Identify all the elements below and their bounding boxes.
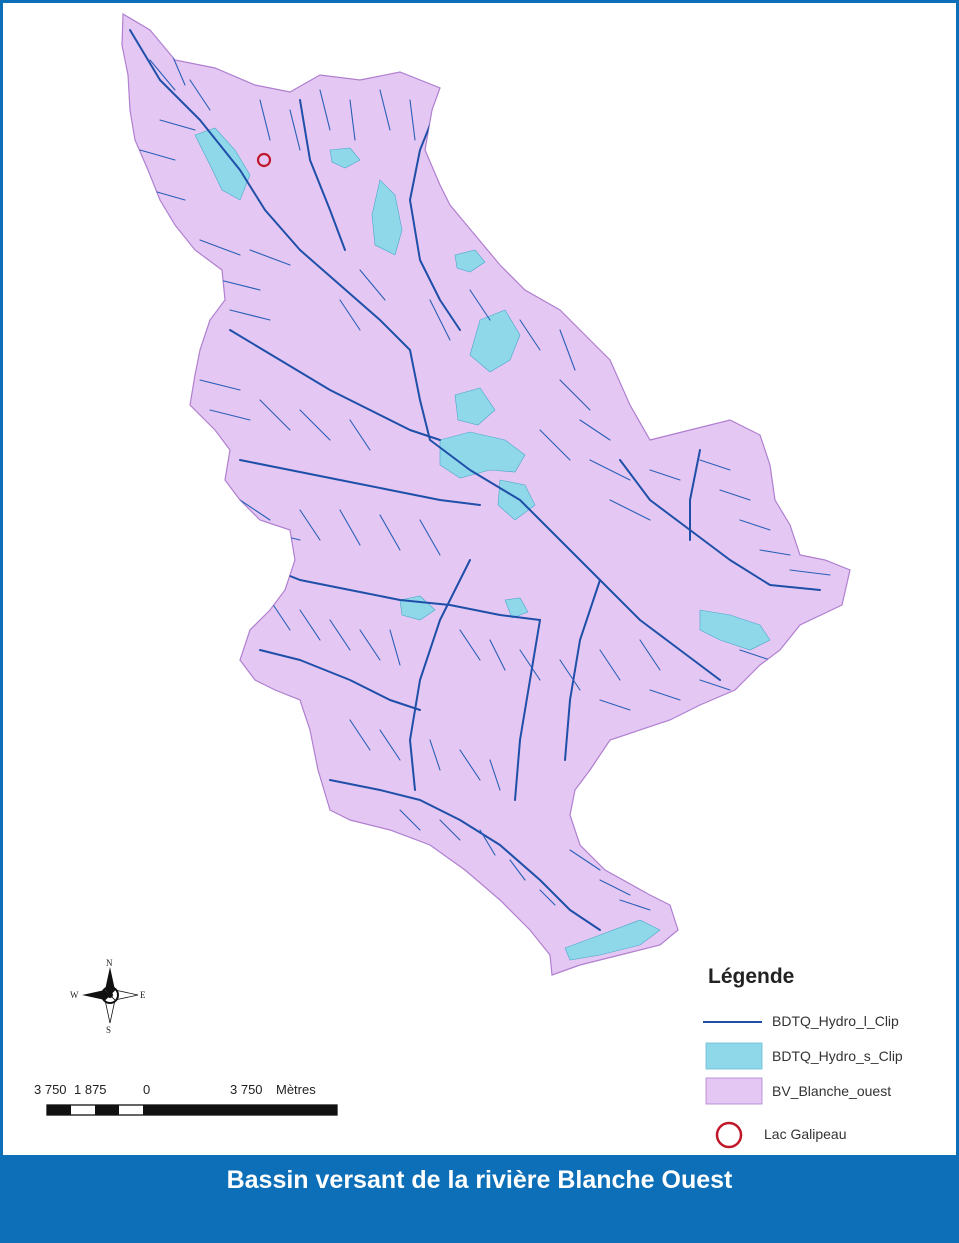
scale-label: 3 750 <box>230 1082 263 1097</box>
legend-water-symbol <box>705 1042 763 1070</box>
water-bodies <box>194 127 771 961</box>
tributary <box>539 379 651 521</box>
lake <box>194 127 251 201</box>
river <box>259 649 421 711</box>
title-banner <box>0 1155 959 1243</box>
tributaries <box>139 49 831 911</box>
compass-west-label: W <box>70 990 79 1000</box>
river <box>619 459 821 591</box>
tributary <box>199 379 371 451</box>
legend-symbols <box>703 1021 763 1149</box>
compass-south-label: S <box>106 1025 112 1035</box>
river <box>299 99 346 251</box>
legend-lake-marker-symbol <box>715 1121 743 1149</box>
lac-galipeau-marker <box>256 152 272 168</box>
tributary <box>199 239 291 321</box>
scale-label: 3 750 <box>34 1082 67 1097</box>
tributary <box>599 649 771 711</box>
tributary <box>139 49 211 201</box>
river <box>249 559 541 621</box>
tributary <box>459 629 661 691</box>
legend-label-lac-galipeau: Lac Galipeau <box>764 1126 847 1142</box>
lake <box>564 919 661 961</box>
river <box>129 29 721 681</box>
legend-title: Légende <box>708 965 795 988</box>
compass-east-label: E <box>140 990 146 1000</box>
legend-label-hydro-l: BDTQ_Hydro_l_Clip <box>772 1013 899 1029</box>
river <box>564 579 601 761</box>
scale-label: 1 875 <box>74 1082 107 1097</box>
lake <box>504 597 529 619</box>
map-title: Bassin versant de la rivière Blanche Oue… <box>226 1166 733 1194</box>
river <box>239 459 481 506</box>
compass-rose <box>82 967 139 1024</box>
tributary <box>399 809 556 906</box>
tributary <box>269 599 401 666</box>
scale-label: Mètres <box>276 1082 316 1097</box>
river <box>229 329 441 441</box>
lake <box>454 249 486 273</box>
legend-basin-symbol <box>705 1077 763 1105</box>
tributary <box>349 719 501 791</box>
river <box>409 559 471 791</box>
river <box>409 99 461 331</box>
scale-bar <box>46 1104 338 1116</box>
lake <box>497 479 536 521</box>
river <box>514 619 541 801</box>
lake <box>371 179 403 256</box>
lake <box>454 387 496 426</box>
legend-label-basin: BV_Blanche_ouest <box>772 1083 892 1099</box>
tributary <box>569 849 651 911</box>
lake <box>329 147 361 169</box>
river <box>329 779 601 931</box>
tributary <box>259 89 416 151</box>
tributary <box>649 459 831 576</box>
legend-label-hydro-s: BDTQ_Hydro_s_Clip <box>772 1048 903 1064</box>
river-network <box>129 29 821 931</box>
river <box>689 449 701 541</box>
lake <box>469 309 521 373</box>
compass-north-label: N <box>106 958 113 968</box>
tributary <box>339 269 576 371</box>
scale-label: 0 <box>143 1082 151 1097</box>
lake <box>439 431 526 479</box>
lake <box>699 609 771 651</box>
